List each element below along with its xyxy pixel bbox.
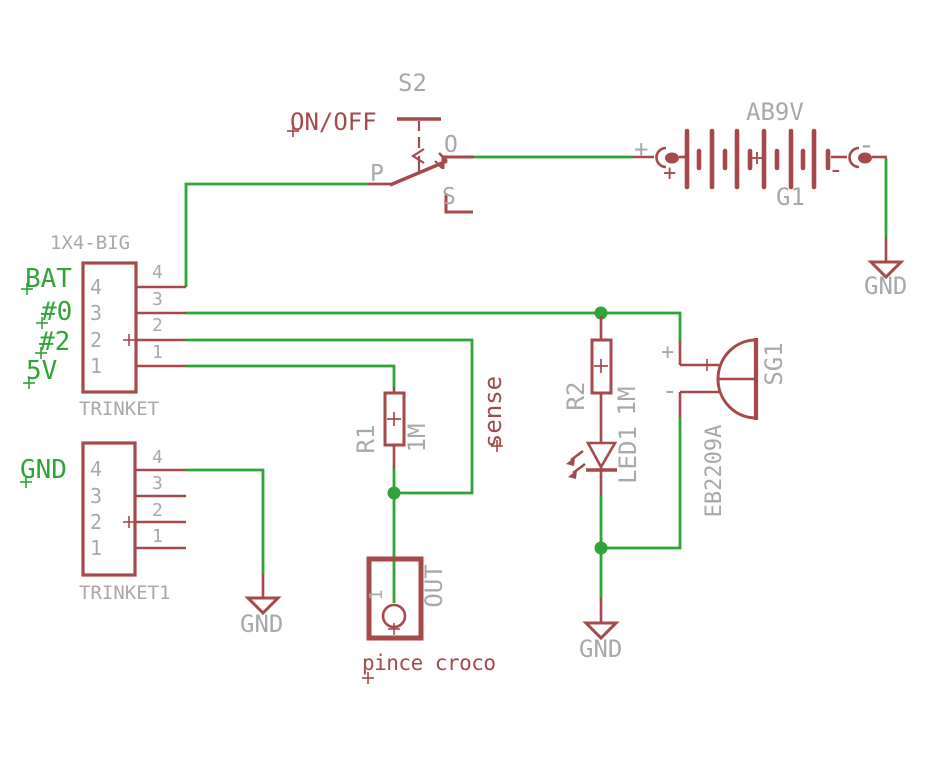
- led1-symbol[interactable]: [566, 441, 618, 496]
- buzzer-ref-label: SG1: [760, 342, 788, 386]
- gnd-label-trinket1: GND: [240, 610, 284, 638]
- trinket1-pin-inside: 3: [90, 484, 103, 508]
- junction-dot[interactable]: [387, 486, 401, 500]
- net-label-bat[interactable]: BAT: [25, 264, 72, 294]
- trinket-pin-outside: 2: [152, 315, 163, 336]
- wire-net-bat[interactable]: [184, 182, 368, 287]
- junction-dot[interactable]: [594, 306, 608, 320]
- net-label-gnd[interactable]: GND: [20, 455, 67, 485]
- resistor-r2-symbol[interactable]: [590, 316, 613, 444]
- trinket-pin-inside: 4: [90, 275, 103, 299]
- trinket1-pin-inside: 4: [90, 457, 103, 481]
- resistor-r1-symbol[interactable]: [383, 387, 406, 468]
- gnd-label-led: GND: [579, 635, 623, 663]
- trinket1-pin-outside: 1: [152, 526, 163, 547]
- switch-pin-p-label: P: [370, 161, 384, 187]
- trinket1-pin-outside: 4: [152, 447, 163, 468]
- wire-net-5v[interactable]: [186, 364, 396, 388]
- wire-net-d2-sense[interactable]: [186, 338, 474, 495]
- r1-value-label: 1M: [403, 423, 431, 453]
- wire-buzzer-minus[interactable]: [601, 416, 682, 550]
- trinket1-pin-outside: 2: [152, 500, 163, 521]
- out-ref-label: OUT: [420, 564, 448, 608]
- trinket-pin-inside: 2: [90, 328, 103, 352]
- trinket1-pin-outside: 3: [152, 473, 163, 494]
- out-pin-label: 1: [366, 589, 387, 601]
- battery-plus-inner: +: [663, 161, 677, 186]
- out-pad-symbol[interactable]: [366, 556, 424, 641]
- switch-ref-label: S2: [398, 69, 427, 97]
- r2-ref-label: R2: [562, 381, 590, 411]
- trinket1-pin-inside: 1: [90, 536, 103, 560]
- net-label-origin-crosses: [20, 283, 48, 488]
- net-label-pince-croco[interactable]: pince croco: [362, 651, 496, 675]
- led1-ref-label: LED1: [614, 426, 642, 484]
- battery-value-label: AB9V: [746, 98, 804, 126]
- trinket-pin-inside: 3: [90, 301, 103, 325]
- net-label-d0[interactable]: #0: [41, 297, 73, 327]
- trinket1-connector-symbol[interactable]: [81, 441, 186, 577]
- gnd-label-battery: GND: [864, 272, 908, 300]
- trinket-pin-outside: 3: [152, 289, 163, 310]
- trinket-pin-inside: 1: [90, 354, 103, 378]
- buzzer-sg1-symbol[interactable]: [678, 338, 759, 420]
- wire-net-d0[interactable]: [186, 311, 682, 342]
- net-label-onoff[interactable]: ON/OFF: [290, 108, 377, 136]
- trinket-ref-label: TRINKET: [79, 398, 160, 420]
- gnd-symbol-trinket1[interactable]: [244, 574, 282, 616]
- net-label-d2[interactable]: #2: [39, 327, 71, 357]
- net-label-sense[interactable]: sense: [479, 375, 507, 449]
- junction-dot[interactable]: [594, 541, 608, 555]
- switch-pin-s-label: S: [442, 184, 456, 210]
- battery-minus-inner: -: [828, 155, 844, 185]
- r2-value-label: 1M: [613, 386, 641, 416]
- buzzer-plus-label: +: [661, 340, 675, 365]
- trinket-pin-outside: 4: [152, 262, 163, 283]
- gnd-symbol-battery[interactable]: [867, 237, 905, 280]
- trinket-pin-outside: 1: [152, 342, 163, 363]
- battery-ref-label: G1: [776, 183, 805, 211]
- trinket1-pin-inside: 2: [90, 510, 103, 534]
- trinket-package-label: 1X4-BIG: [50, 232, 131, 254]
- r1-ref-label: R1: [352, 424, 380, 454]
- trinket1-ref-label: TRINKET1: [79, 582, 171, 604]
- buzzer-value-label: EB2209A: [702, 424, 727, 518]
- battery-minus-outer: -: [858, 128, 875, 161]
- switch-symbol[interactable]: [368, 117, 474, 214]
- gnd-symbol-led[interactable]: [582, 598, 620, 641]
- wire-trinket1-gnd[interactable]: [186, 468, 265, 574]
- trinket-connector-symbol[interactable]: [81, 261, 186, 394]
- label-origin-crosses: [287, 125, 503, 684]
- battery-symbol[interactable]: [633, 128, 887, 190]
- buzzer-minus-label: -: [662, 376, 678, 406]
- net-label-5v[interactable]: 5V: [26, 356, 58, 386]
- switch-pin-o-label: O: [444, 132, 458, 158]
- battery-plus-outer: +: [634, 135, 649, 163]
